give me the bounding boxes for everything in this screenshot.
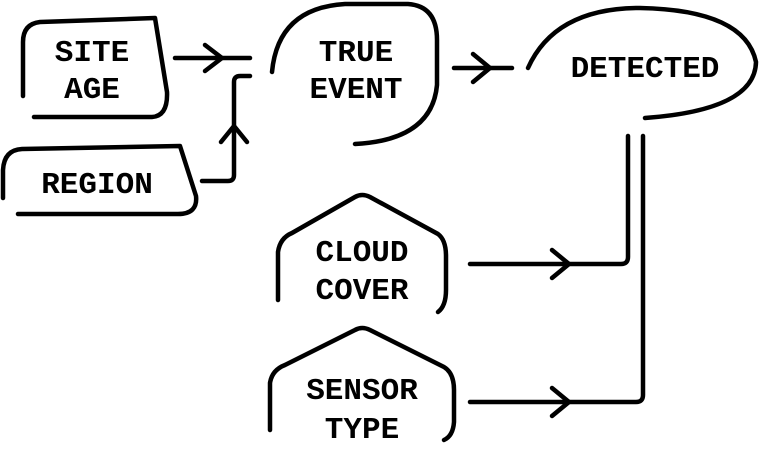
node-cloud-cover[interactable]: CLOUD COVER (275, 192, 449, 315)
node-cloud-cover-label-2: COVER (315, 274, 408, 309)
arrowhead-icon (470, 51, 493, 85)
arrowhead-icon (549, 247, 572, 281)
edge-cloud-cover-to-detected (467, 133, 631, 281)
node-sensor-type[interactable]: SENSOR TYPE (267, 325, 457, 448)
node-site-age[interactable]: SITE AGE (20, 15, 170, 120)
node-region-border (0, 143, 199, 217)
edge-sensor-type-to-detected (467, 133, 646, 419)
edge-true-event-to-detected (451, 51, 515, 85)
arrowhead-icon (218, 123, 250, 145)
arrowhead-icon (202, 42, 225, 74)
edge-region-to-true-event (199, 73, 253, 184)
node-site-age-border (20, 15, 170, 120)
node-site-age-label-2: AGE (64, 73, 120, 108)
node-region-label: REGION (41, 168, 153, 203)
edge-line (199, 73, 253, 184)
node-true-event-label-2: EVENT (309, 73, 402, 108)
edge-line (467, 133, 631, 267)
node-sensor-type-border (267, 325, 457, 443)
edge-site-age-to-true-event (172, 42, 253, 74)
arrowhead-icon (549, 385, 572, 419)
node-true-event-border (269, 1, 440, 147)
node-sensor-type-label-2: TYPE (325, 413, 399, 448)
node-true-event[interactable]: TRUE EVENT (269, 1, 440, 147)
node-detected-border (525, 5, 759, 121)
node-cloud-cover-label-1: CLOUD (315, 236, 408, 271)
node-cloud-cover-border (275, 192, 449, 315)
edge-line (467, 133, 646, 405)
node-detected[interactable]: DETECTED (525, 5, 759, 121)
node-detected-label: DETECTED (571, 52, 720, 87)
node-region[interactable]: REGION (0, 143, 199, 217)
node-site-age-label-1: SITE (55, 36, 129, 71)
node-true-event-label-1: TRUE (319, 36, 393, 71)
node-sensor-type-label-1: SENSOR (306, 374, 418, 409)
